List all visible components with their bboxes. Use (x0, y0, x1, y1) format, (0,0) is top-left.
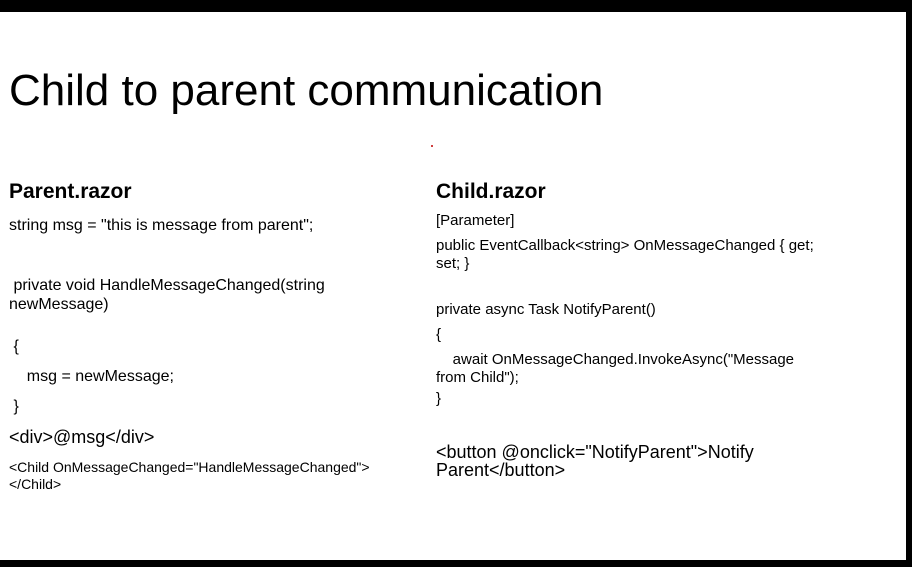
child-line: public EventCallback<string> OnMessageCh… (436, 237, 818, 272)
laser-dot (431, 145, 433, 147)
parent-heading: Parent.razor (9, 180, 132, 203)
child-line: <button @onclick="NotifyParent">Notify P… (436, 442, 759, 480)
parent-line: } (9, 398, 19, 415)
parent-line: <div>@msg</div> (9, 427, 155, 447)
parent-line: string msg = "this is message from paren… (9, 217, 314, 234)
child-line: [Parameter] (436, 212, 515, 229)
child-line: private async Task NotifyParent() (436, 301, 656, 318)
child-line: { (436, 326, 442, 343)
parent-line: msg = newMessage; (9, 368, 174, 385)
slide: Child to parent communication Parent.raz… (0, 12, 906, 560)
slide-title: Child to parent communication (9, 66, 604, 115)
parent-line: { (9, 338, 19, 355)
child-heading: Child.razor (436, 180, 546, 203)
child-line: } (436, 390, 442, 407)
child-line: await OnMessageChanged.InvokeAsync("Mess… (436, 351, 799, 386)
parent-line: private void HandleMessageChanged(string… (9, 277, 330, 313)
parent-line: <Child OnMessageChanged="HandleMessageCh… (9, 459, 370, 492)
